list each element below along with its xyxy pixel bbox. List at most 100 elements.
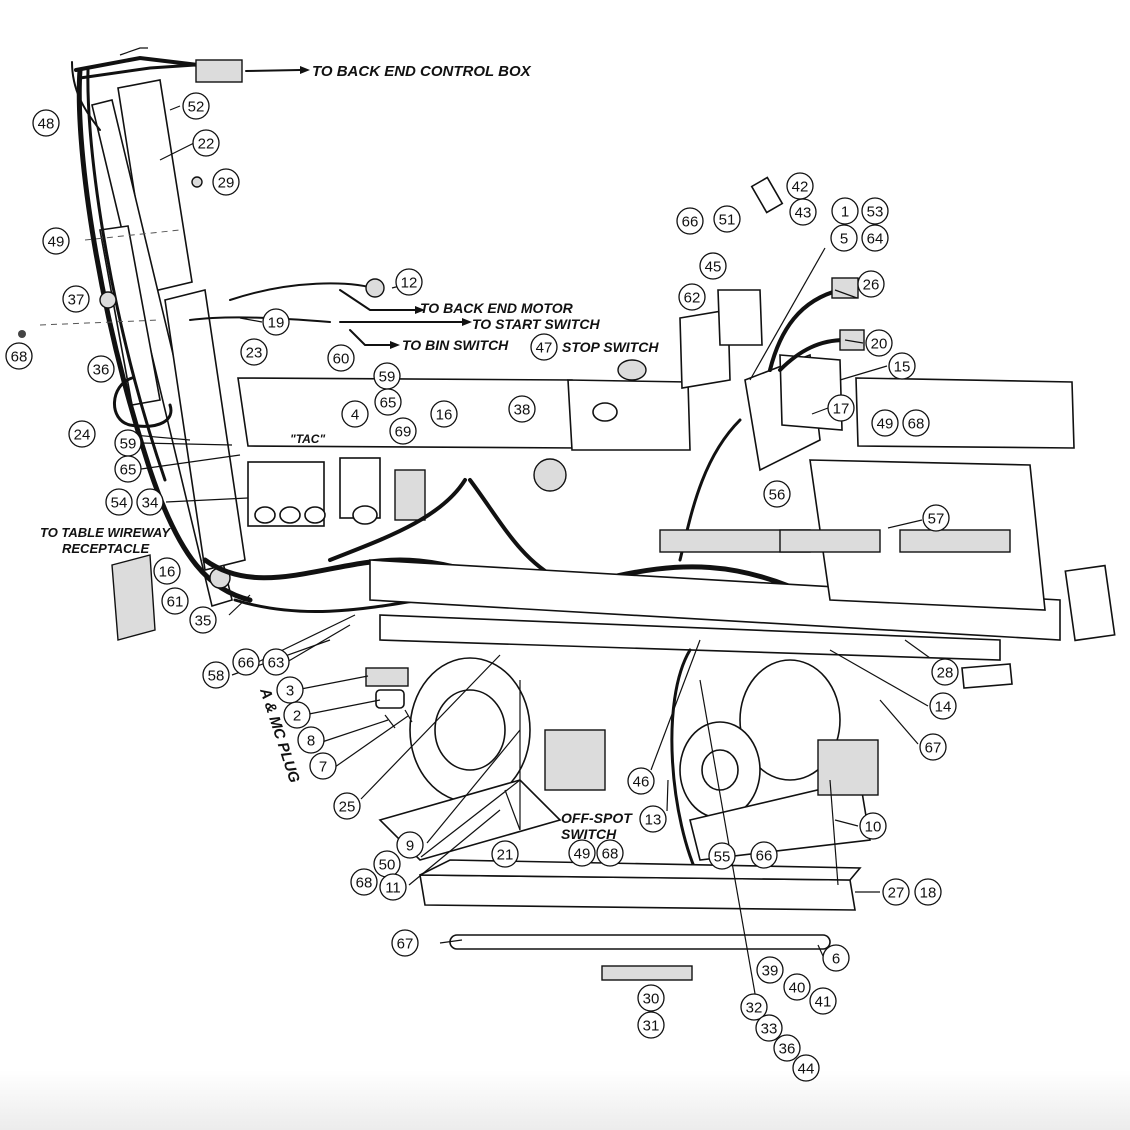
callout-circle	[333, 792, 361, 820]
callout-10: 10	[859, 812, 887, 840]
callout-2: 2	[283, 701, 311, 729]
callout-circle	[105, 488, 133, 516]
callout-number: 26	[863, 277, 880, 294]
callout-circle	[929, 692, 957, 720]
label-table-wireway: TO TABLE WIREWAY	[40, 525, 171, 540]
callout-18: 18	[914, 878, 942, 906]
callout-circle	[678, 283, 706, 311]
callout-33: 33	[755, 1014, 783, 1042]
callout-51: 51	[713, 205, 741, 233]
callout-circle	[232, 648, 260, 676]
label-off-spot-switch: SWITCH	[561, 826, 617, 842]
callout-circle	[240, 338, 268, 366]
callout-38: 38	[508, 395, 536, 423]
callout-circle	[508, 395, 536, 423]
callout-number: 1	[841, 204, 849, 221]
callout-number: 55	[714, 849, 731, 866]
callout-number: 43	[795, 205, 812, 222]
callout-3: 3	[276, 676, 304, 704]
callout-number: 17	[833, 401, 850, 418]
callout-number: 54	[111, 495, 128, 512]
label-start-switch: TO START SWITCH	[472, 316, 600, 332]
callout-number: 24	[74, 427, 91, 444]
callout-circle	[395, 268, 423, 296]
callout-43: 43	[789, 198, 817, 226]
callout-40: 40	[783, 973, 811, 1001]
callout-circle	[192, 129, 220, 157]
callout-number: 53	[867, 204, 884, 221]
callout-49: 49	[871, 409, 899, 437]
callout-number: 20	[871, 336, 888, 353]
callout-55: 55	[708, 842, 736, 870]
callout-46: 46	[627, 767, 655, 795]
callout-number: 48	[38, 116, 55, 133]
callout-circle	[161, 587, 189, 615]
callout-number: 32	[746, 1000, 763, 1017]
callout-9: 9	[396, 831, 424, 859]
callout-number: 60	[333, 351, 350, 368]
callout-45: 45	[699, 252, 727, 280]
callout-number: 51	[719, 212, 736, 229]
callout-58: 58	[202, 661, 230, 689]
callout-number: 36	[779, 1041, 796, 1058]
callout-number: 58	[208, 668, 225, 685]
callout-13: 13	[639, 805, 667, 833]
callout-number: 68	[908, 416, 925, 433]
callout-number: 5	[840, 231, 848, 248]
callout-circle	[32, 109, 60, 137]
callout-circle	[68, 420, 96, 448]
callout-number: 12	[401, 275, 418, 292]
callout-67: 67	[391, 929, 419, 957]
stop-switch-parts	[533, 176, 784, 492]
left-panel-assembly	[71, 47, 310, 608]
callout-49: 49	[568, 839, 596, 867]
callout-8: 8	[297, 726, 325, 754]
callout-number: 38	[514, 402, 531, 419]
callout-circle	[136, 488, 164, 516]
callout-number: 46	[633, 774, 650, 791]
label-receptacle: RECEPTACLE	[62, 541, 149, 556]
callout-circle	[857, 270, 885, 298]
callout-circle	[792, 1054, 820, 1082]
callout-16: 16	[430, 400, 458, 428]
callout-68: 68	[596, 839, 624, 867]
callout-37: 37	[62, 285, 90, 313]
callout-number: 28	[937, 665, 954, 682]
callout-circle	[327, 344, 355, 372]
label-bin-switch: TO BIN SWITCH	[402, 337, 509, 353]
callout-67: 67	[919, 733, 947, 761]
callout-14: 14	[929, 692, 957, 720]
callout-number: 49	[574, 846, 591, 863]
callout-number: 21	[497, 847, 514, 864]
callout-number: 18	[920, 885, 937, 902]
callout-number: 35	[195, 613, 212, 630]
label-back-end-motor: TO BACK END MOTOR	[420, 300, 574, 316]
callout-number: 57	[928, 511, 945, 528]
callout-64: 64	[861, 224, 889, 252]
callout-63: 63	[262, 648, 290, 676]
callout-circle	[391, 929, 419, 957]
callout-circle	[861, 197, 889, 225]
amc-plug-parts	[365, 667, 413, 729]
callout-number: 64	[867, 231, 884, 248]
relay-box	[768, 277, 865, 431]
callout-number: 7	[319, 759, 327, 776]
callout-circle	[297, 726, 325, 754]
callout-number: 45	[705, 259, 722, 276]
callout-19: 19	[262, 308, 290, 336]
callout-circle	[865, 329, 893, 357]
callout-circle	[341, 400, 369, 428]
callout-number: 65	[120, 462, 137, 479]
callout-number: 11	[385, 880, 401, 897]
label-off-spot: OFF-SPOT	[561, 810, 633, 826]
callout-circle	[676, 207, 704, 235]
callout-60: 60	[327, 344, 355, 372]
callout-circle	[888, 352, 916, 380]
callout-number: 50	[379, 857, 396, 874]
callout-number: 9	[406, 838, 414, 855]
callout-number: 49	[877, 416, 894, 433]
callout-number: 67	[925, 740, 942, 757]
callout-15: 15	[888, 352, 916, 380]
callout-circle	[750, 841, 778, 869]
